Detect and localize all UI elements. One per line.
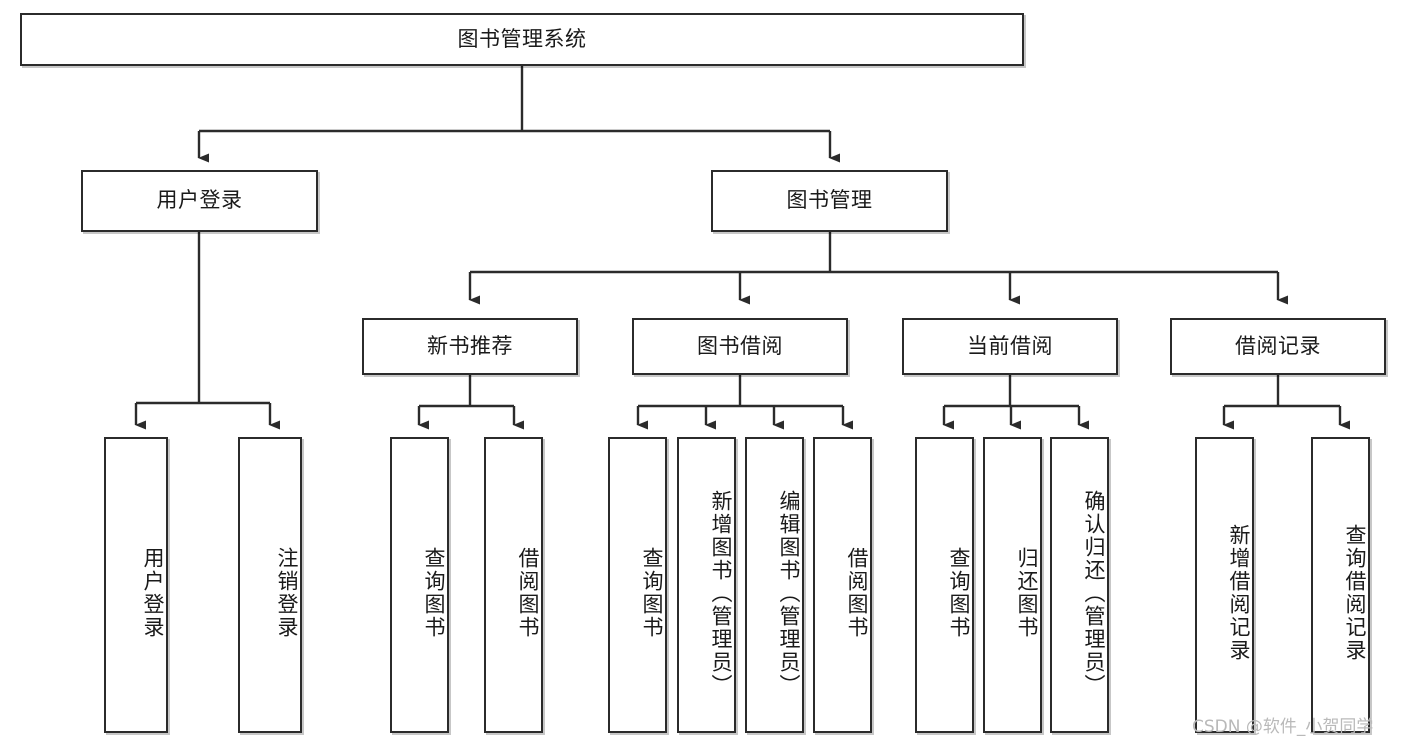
node-label: 编辑图书（管理员） — [777, 489, 801, 697]
leaf-user-login-login[interactable]: 用户登录 — [104, 437, 168, 733]
node-label: 新增借阅记录 — [1227, 524, 1251, 662]
leaf-record-query-record[interactable]: 查询借阅记录 — [1311, 437, 1370, 733]
node-borrow-record[interactable]: 借阅记录 — [1170, 318, 1386, 375]
node-label: 用户登录 — [141, 547, 165, 639]
leaf-borrow-edit-book-admin[interactable]: 编辑图书（管理员） — [745, 437, 804, 733]
node-label: 查询借阅记录 — [1343, 524, 1367, 662]
node-new-book-recommend[interactable]: 新书推荐 — [362, 318, 578, 375]
node-label: 新书推荐 — [427, 333, 513, 358]
node-label: 用户登录 — [156, 188, 243, 213]
node-current-borrow[interactable]: 当前借阅 — [902, 318, 1118, 375]
leaf-current-return-book[interactable]: 归还图书 — [983, 437, 1042, 733]
node-label: 图书管理系统 — [457, 26, 587, 51]
leaf-borrow-query-book[interactable]: 查询图书 — [608, 437, 667, 733]
node-label: 图书管理 — [786, 188, 873, 213]
node-label: 借阅图书 — [845, 547, 869, 639]
leaf-current-query-book[interactable]: 查询图书 — [915, 437, 974, 733]
leaf-borrow-borrow-book[interactable]: 借阅图书 — [813, 437, 872, 733]
node-label: 归还图书 — [1015, 547, 1039, 639]
node-label: 查询图书 — [947, 547, 971, 639]
node-label: 当前借阅 — [967, 333, 1053, 358]
leaf-borrow-add-book-admin[interactable]: 新增图书（管理员） — [677, 437, 736, 733]
leaf-current-confirm-return-admin[interactable]: 确认归还（管理员） — [1050, 437, 1109, 733]
node-book-management[interactable]: 图书管理 — [711, 170, 948, 232]
leaf-user-login-logout[interactable]: 注销登录 — [238, 437, 302, 733]
node-label: 注销登录 — [275, 547, 299, 639]
leaf-recommend-borrow-book[interactable]: 借阅图书 — [484, 437, 543, 733]
node-label: 查询图书 — [422, 547, 446, 639]
node-label: 借阅图书 — [516, 547, 540, 639]
node-book-borrow[interactable]: 图书借阅 — [632, 318, 848, 375]
watermark: CSDN @软件_小贺同学 — [1192, 717, 1374, 737]
node-root-system[interactable]: 图书管理系统 — [20, 13, 1024, 66]
node-label: 新增图书（管理员） — [709, 489, 733, 697]
node-label: 借阅记录 — [1235, 333, 1321, 358]
leaf-record-add-record[interactable]: 新增借阅记录 — [1195, 437, 1254, 733]
node-label: 图书借阅 — [697, 333, 783, 358]
node-label: 查询图书 — [640, 547, 664, 639]
node-user-login[interactable]: 用户登录 — [81, 170, 318, 232]
node-label: 确认归还（管理员） — [1082, 489, 1106, 697]
leaf-recommend-query-book[interactable]: 查询图书 — [390, 437, 449, 733]
